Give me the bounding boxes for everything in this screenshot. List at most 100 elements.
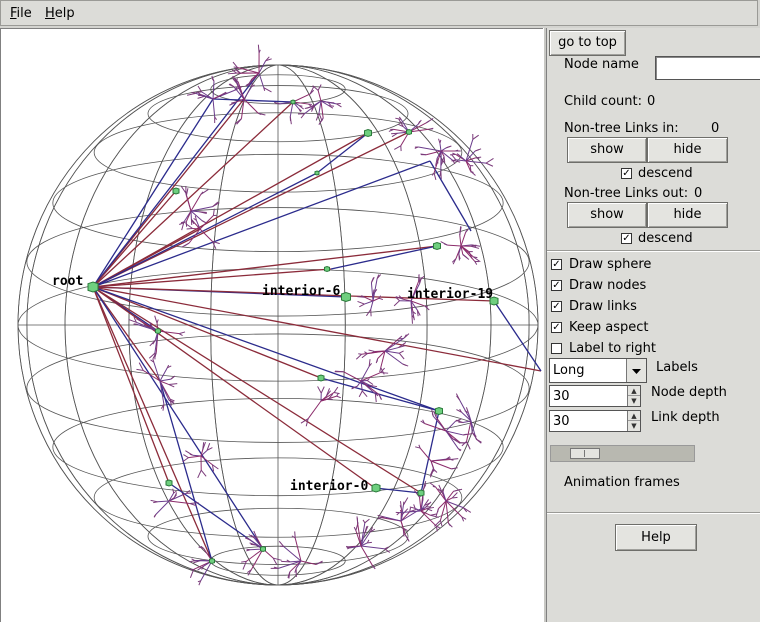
animation-frames-slider[interactable] [550, 445, 695, 462]
node-depth-down-icon[interactable]: ▼ [631, 397, 637, 405]
subtree-twig [470, 420, 473, 433]
help-menu[interactable]: Help [45, 6, 75, 21]
labels-dropdown-arrow[interactable] [626, 359, 646, 382]
file-menu[interactable]: File [10, 6, 32, 21]
subtree-twig [206, 443, 211, 451]
subtree-twig [191, 219, 195, 223]
subtree-twig [356, 380, 362, 387]
subtree-twig [413, 490, 420, 498]
link-depth-up-icon[interactable]: ▲ [628, 411, 640, 421]
subtree-twig [445, 430, 464, 436]
draw-sphere-label: Draw sphere [569, 257, 652, 272]
node-label-interior-6[interactable]: interior-6 [262, 284, 340, 299]
subtree-twig [200, 449, 204, 457]
subtree-twig [197, 91, 202, 96]
subtree-twig [253, 535, 258, 539]
subtree-twig [263, 87, 272, 93]
pane-splitter[interactable] [543, 28, 547, 622]
keep-aspect-checkbox[interactable]: ✓ [551, 322, 562, 333]
subtree-twig [366, 378, 370, 381]
links-in-value: 0 [711, 121, 720, 136]
subtree-twig [400, 511, 411, 522]
subtree-twig [409, 506, 416, 509]
subtree-twig [263, 87, 266, 91]
subtree-twig [400, 508, 421, 522]
subtree-twig [185, 490, 191, 494]
subtree-twig [251, 72, 260, 80]
draw-sphere-checkbox[interactable]: ✓ [551, 259, 562, 270]
node-label-root[interactable]: root [52, 274, 83, 289]
subtree-twig [455, 159, 467, 162]
node-depth-up-icon[interactable]: ▲ [628, 386, 640, 396]
subtree-twig [419, 497, 422, 512]
draw-links-checkbox[interactable]: ✓ [551, 301, 562, 312]
subtree-twig [318, 117, 324, 125]
subtree-twig [317, 84, 322, 91]
tree-link [92, 268, 332, 288]
subtree-twig [153, 362, 161, 382]
help-button[interactable]: Help [615, 524, 697, 551]
subtree-twig [231, 69, 237, 74]
subtree-twig [318, 100, 322, 114]
subtree-twig [200, 469, 207, 477]
tree-node [314, 170, 320, 176]
panel-separator-1 [547, 250, 760, 252]
sphere-visualization[interactable]: root interior-6 interior-19 interior-0 [1, 29, 543, 622]
link-depth-spinner[interactable]: 30 ▲ ▼ [549, 410, 641, 432]
subtree-twig [317, 386, 322, 394]
subtree-twig [289, 560, 302, 573]
subtree-twig [320, 386, 325, 394]
subtree-twig [475, 157, 480, 160]
animation-frames-slider-thumb[interactable] [569, 448, 600, 459]
labels-combobox[interactable]: Long [549, 358, 647, 383]
subtree-twig [420, 508, 427, 512]
go-to-top-button[interactable]: go to top [549, 30, 626, 56]
subtree-twig [367, 350, 386, 355]
link-depth-down-icon[interactable]: ▼ [631, 422, 637, 430]
subtree-twig [245, 537, 252, 541]
subtree-twig [420, 510, 431, 516]
subtree-twig [298, 105, 304, 110]
subtree-twig [430, 513, 437, 516]
label-to-right-checkbox[interactable] [551, 343, 562, 354]
subtree-twig [430, 458, 451, 462]
tree-link [92, 172, 318, 288]
subtree-twig [360, 380, 363, 392]
links-out-hide-button[interactable]: hide [647, 202, 728, 228]
subtree-twig [435, 157, 438, 166]
subtree-twig [258, 60, 267, 74]
labels-combobox-value: Long [553, 363, 585, 378]
links-out-show-button[interactable]: show [567, 202, 647, 228]
subtree-twig [408, 128, 430, 133]
subtree-twig [185, 195, 192, 212]
subtree-twig [459, 226, 462, 236]
subtree-twig [434, 520, 441, 527]
subtree-twig [384, 350, 403, 365]
tree-link [92, 286, 161, 382]
links-out-descend-checkbox[interactable]: ✓ [621, 233, 632, 244]
hyperbolic-tree-canvas[interactable]: root interior-6 interior-19 interior-0 [0, 28, 543, 622]
draw-nodes-checkbox[interactable]: ✓ [551, 280, 562, 291]
links-in-show-button[interactable]: show [567, 137, 647, 163]
subtree-twig [289, 101, 294, 117]
subtree-twig [380, 372, 389, 374]
node-name-input[interactable] [655, 56, 760, 80]
node-label-interior-19[interactable]: interior-19 [407, 287, 493, 302]
node-depth-spinner[interactable]: 30 ▲ ▼ [549, 385, 641, 407]
subtree-twig [182, 457, 189, 463]
subtree-twig [334, 370, 344, 373]
node-label-interior-0[interactable]: interior-0 [290, 479, 368, 494]
subtree-twig [194, 215, 197, 221]
subtree-twig [360, 366, 370, 382]
tree-node [435, 406, 443, 416]
subtree-twig [375, 358, 379, 364]
subtree-twig [465, 157, 476, 162]
subtree-twig [236, 118, 242, 125]
links-in-descend-checkbox[interactable]: ✓ [621, 168, 632, 179]
links-in-hide-button[interactable]: hide [647, 137, 728, 163]
subtree-twig [212, 93, 223, 100]
subtree-twig [372, 565, 376, 569]
file-menu-mnemonic: F [10, 6, 17, 21]
subtree-twig [439, 500, 447, 521]
subtree-twig [291, 535, 296, 539]
